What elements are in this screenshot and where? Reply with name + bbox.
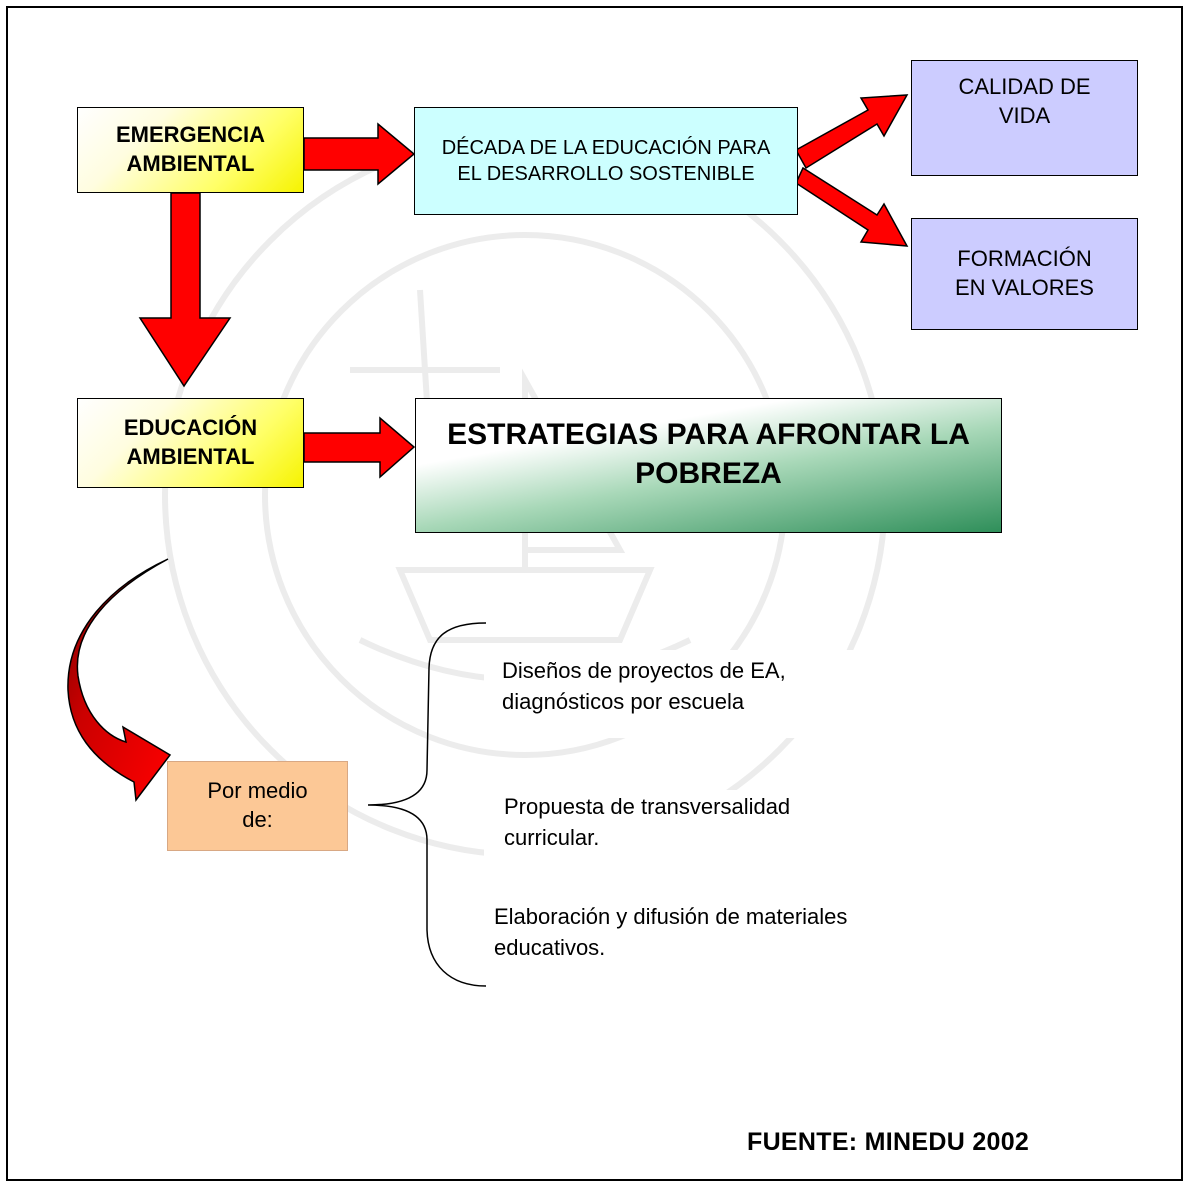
arrow-decada-to-formacion <box>795 166 909 247</box>
estrategias-pobreza-box: ESTRATEGIAS PARA AFRONTAR LA POBREZA <box>415 398 1002 533</box>
curved-arrow-down <box>67 558 172 802</box>
calidad-de-vida-box: CALIDAD DE VIDA <box>911 60 1138 176</box>
calidad-de-vida-label: CALIDAD DE VIDA <box>958 74 1091 128</box>
educacion-ambiental-box: EDUCACIÓN AMBIENTAL <box>77 398 304 488</box>
curly-brace <box>367 622 487 987</box>
decada-educacion-label: DÉCADA DE LA EDUCACIÓN PARA EL DESARROLL… <box>441 137 771 185</box>
educacion-ambiental-label: EDUCACIÓN AMBIENTAL <box>123 415 258 469</box>
estrategias-pobreza-label: ESTRATEGIAS PARA AFRONTAR LA POBREZA <box>447 418 970 490</box>
item-elaboracion-text: Elaboración y difusión de materiales edu… <box>494 904 848 960</box>
decada-educacion-box: DÉCADA DE LA EDUCACIÓN PARA EL DESARROLL… <box>414 107 798 215</box>
source-caption: FUENTE: MINEDU 2002 <box>747 1128 1030 1156</box>
arrow-emergencia-to-decada <box>303 122 416 186</box>
arrow-emergencia-to-educacion <box>138 192 232 388</box>
por-medio-de-label: Por medio de: <box>207 778 308 832</box>
arrow-decada-to-calidad <box>794 94 909 170</box>
formacion-valores-label: FORMACIÓN EN VALORES <box>955 246 1094 300</box>
list-item-propuesta: Propuesta de transversalidad curricular. <box>484 790 884 870</box>
emergencia-ambiental-label: EMERGENCIA AMBIENTAL <box>115 122 266 176</box>
formacion-valores-box: FORMACIÓN EN VALORES <box>911 218 1138 330</box>
emergencia-ambiental-box: EMERGENCIA AMBIENTAL <box>77 107 304 193</box>
item-propuesta-text: Propuesta de transversalidad curricular. <box>504 794 791 850</box>
por-medio-de-box: Por medio de: <box>167 761 348 851</box>
list-item-elaboracion: Elaboración y difusión de materiales edu… <box>484 900 954 980</box>
item-disenos-text: Diseños de proyectos de EA, diagnósticos… <box>502 658 786 714</box>
list-item-disenos: Diseños de proyectos de EA, diagnósticos… <box>484 650 884 738</box>
arrow-educacion-to-estrategias <box>303 416 416 479</box>
